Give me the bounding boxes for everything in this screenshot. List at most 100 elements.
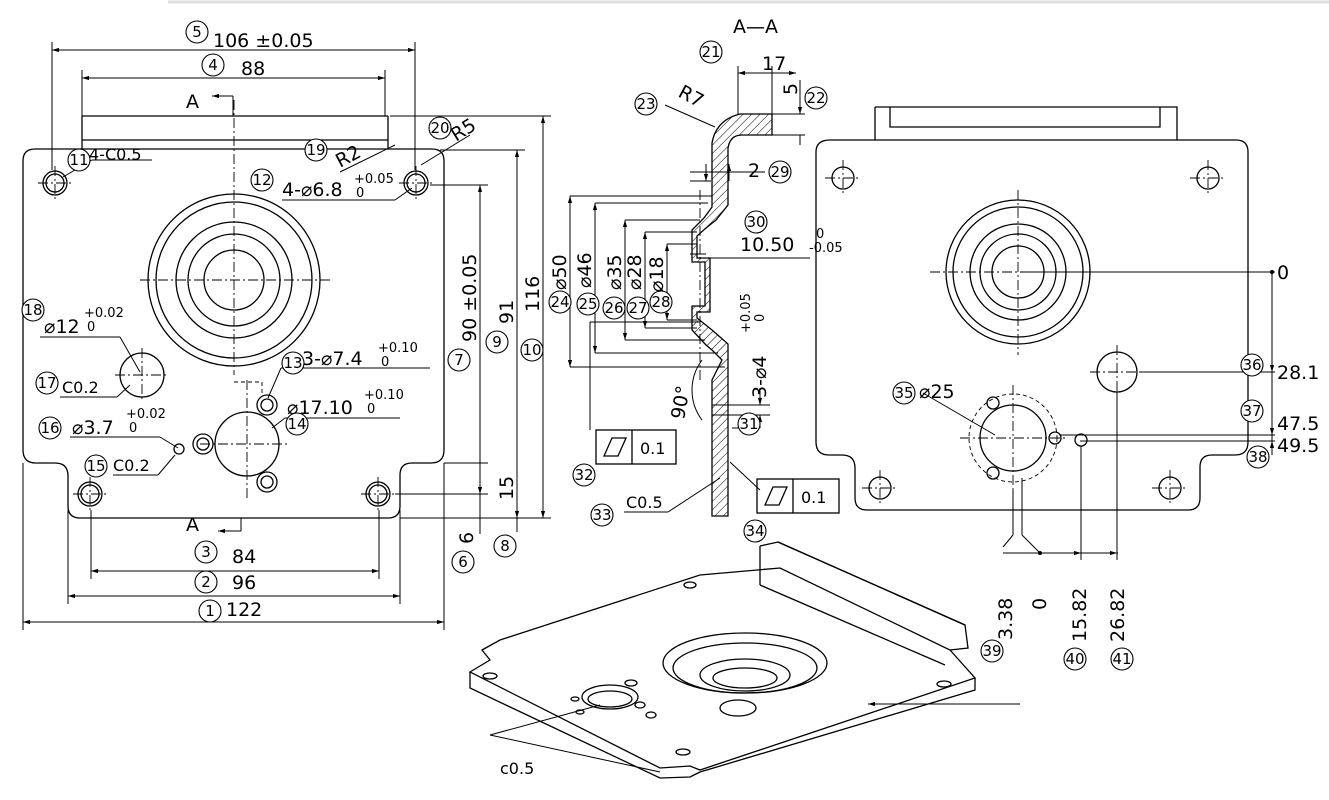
balloon-circle: [626, 296, 650, 320]
note-4-c05: 4-C0.5: [89, 145, 142, 164]
balloon-label: 23: [636, 95, 655, 113]
balloon-24: 24: [548, 290, 572, 314]
hole-top-right: [399, 166, 433, 200]
sec-dim-3d4: 3-⌀4: [749, 356, 771, 398]
balloon-1: 1: [198, 599, 222, 623]
front-view-outline: [22, 148, 445, 519]
balloon-circle: [35, 371, 59, 395]
dim-hole4-sup: +0.05: [354, 172, 394, 187]
balloon-circle: [185, 20, 209, 44]
flatness-value-32: 0.1: [640, 439, 665, 458]
dim-h3-main: 3-⌀7.4: [302, 348, 363, 370]
balloon-label: 18: [23, 301, 42, 319]
balloon-label: 25: [578, 295, 597, 313]
balloon-circle: [67, 148, 91, 172]
iso-plate-top: [468, 567, 977, 771]
balloon-label: 9: [492, 333, 502, 351]
flatness-frame-34: [756, 478, 840, 514]
balloon-circle: [548, 290, 572, 314]
balloon-5: 5: [185, 20, 209, 44]
balloon-circle: [744, 210, 768, 234]
hole-small-1: [256, 394, 278, 416]
balloon-label: 31: [739, 415, 758, 433]
hole-small-2: [192, 433, 214, 455]
sec-dim-3d4-sup: +0.05: [739, 293, 754, 333]
dim-d12-sup: +0.02: [84, 306, 124, 321]
balloon-label: 32: [574, 466, 593, 484]
balloon-circle: [1246, 445, 1270, 469]
dim-88: 88: [241, 58, 265, 80]
dim-d12-sub: 0: [87, 320, 95, 335]
balloon-28: 28: [649, 290, 673, 314]
dim-h3-sup: +0.10: [378, 341, 418, 356]
sec-dim-r7: R7: [675, 81, 708, 112]
balloon-label: 22: [806, 89, 825, 107]
rear-hole-top-left: [825, 160, 861, 196]
balloon-label: 11: [69, 151, 88, 169]
balloon-label: 29: [770, 163, 789, 181]
dim-v116: 116: [522, 276, 544, 312]
balloon-circle: [590, 503, 614, 527]
balloon-circle: [281, 351, 305, 375]
dim-hole4-sub: 0: [356, 186, 364, 201]
sec-dim-5: 5: [780, 83, 802, 95]
balloon-label: 38: [1248, 448, 1267, 466]
balloon-circle: [194, 570, 218, 594]
sec-dim-17: 17: [762, 53, 786, 75]
rear-dim-2682: 26.82: [1107, 588, 1129, 642]
balloon-circle: [1240, 353, 1264, 377]
balloon-6: 6: [451, 550, 475, 574]
hole-d37: [173, 443, 185, 455]
balloon-31: 31: [737, 412, 761, 436]
balloon-34: 34: [743, 519, 767, 543]
balloon-circle: [38, 416, 62, 440]
balloon-21: 21: [699, 40, 723, 64]
balloon-circle: [304, 138, 328, 162]
balloon-circle: [250, 168, 274, 192]
balloon-label: 15: [86, 457, 105, 475]
balloon-26: 26: [602, 296, 626, 320]
balloon-label: 27: [628, 299, 647, 317]
rear-dim-0: 0: [1277, 262, 1289, 284]
balloon-16: 16: [38, 416, 62, 440]
balloon-19: 19: [304, 138, 328, 162]
balloon-label: 13: [283, 354, 302, 372]
balloon-4: 4: [201, 53, 225, 77]
balloon-circle: [520, 338, 544, 362]
balloon-circle: [451, 550, 475, 574]
balloon-circle: [447, 348, 471, 372]
balloon-29: 29: [768, 160, 792, 184]
balloon-label: 20: [430, 119, 449, 137]
sec-dim-d35: ⌀35: [604, 254, 626, 290]
balloon-label: 5: [192, 23, 202, 41]
sec-dim-1050-sub: -0.05: [809, 241, 843, 256]
balloon-circle: [602, 296, 626, 320]
balloon-circle: [84, 454, 108, 478]
balloon-30: 30: [744, 210, 768, 234]
balloon-circle: [194, 540, 218, 564]
label-a-bottom: A: [186, 514, 199, 536]
balloon-circle: [428, 116, 452, 140]
balloon-label: 28: [651, 293, 670, 311]
rear-dim-d25: ⌀25: [919, 381, 955, 403]
sec-dim-3d4-sub: 0: [753, 314, 768, 322]
sec-dim-d46: ⌀46: [574, 252, 596, 288]
balloon-label: 24: [550, 293, 569, 311]
dim-h3-sub: 0: [381, 355, 389, 370]
balloon-2: 2: [194, 570, 218, 594]
dim-d1710-sub: 0: [367, 402, 375, 417]
balloon-18: 18: [21, 298, 45, 322]
balloon-14: 14: [285, 412, 309, 436]
balloon-25: 25: [576, 292, 600, 316]
balloon-circle: [1110, 647, 1134, 671]
balloon-circle: [493, 534, 517, 558]
dim-v6: 6: [456, 532, 478, 544]
rear-dim-281: 28.1: [1277, 362, 1319, 384]
rear-view: [815, 106, 1275, 560]
balloon-circle: [634, 92, 658, 116]
balloon-label: 39: [982, 642, 1001, 660]
sec-dim-d18: ⌀18: [646, 256, 668, 292]
balloon-circle: [1240, 399, 1264, 423]
balloon-7: 7: [447, 348, 471, 372]
balloon-label: 21: [701, 43, 720, 61]
